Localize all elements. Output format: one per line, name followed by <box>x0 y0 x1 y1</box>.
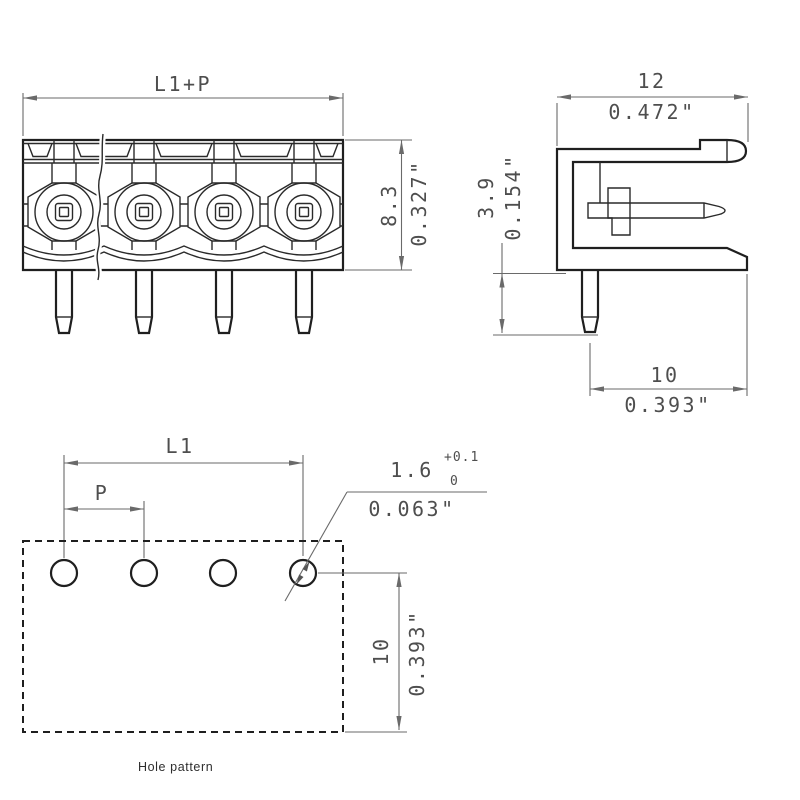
pole-1 <box>26 138 102 335</box>
hole-4 <box>288 558 318 588</box>
pole-4 <box>266 138 342 335</box>
pin-boss <box>607 187 631 236</box>
dim-edge-mm: 10 <box>369 636 393 665</box>
front-height-dimension: 8.3 0.327" <box>345 139 431 271</box>
hole-tolerance-upper: +0.1 <box>444 450 479 465</box>
side-body <box>555 138 749 334</box>
dim-l1-plus-p: L1+P <box>154 72 212 96</box>
hole-tolerance-lower: 0 <box>450 474 459 489</box>
hole-pattern: L1 P 1.6 +0.1 0 0.063" <box>22 434 487 774</box>
break-line <box>96 133 104 281</box>
side-pin-offset-dimension: 10 0.393" <box>589 274 748 417</box>
dim-height-mm: 8.3 <box>377 183 401 227</box>
shroud-wave-upper <box>22 245 344 256</box>
hole-dia-inch: 0.063" <box>368 497 455 521</box>
diameter-arrow-upper <box>302 561 310 572</box>
front-span-dimension: L1+P <box>22 72 344 136</box>
side-width-dimension: 12 0.472" <box>556 69 749 146</box>
dim-edge-inch: 0.393" <box>405 609 429 696</box>
strip-notches <box>27 143 339 158</box>
diameter-arrow-lower <box>296 574 304 585</box>
front-body <box>21 133 345 335</box>
dim-pin-offset-mm: 10 <box>650 363 679 387</box>
side-pin-length-dimension: 3.9 0.154" <box>474 153 598 336</box>
hole-dia-mm: 1.6 <box>390 458 434 482</box>
hole-pattern-caption: Hole pattern <box>138 760 213 774</box>
hole-3 <box>208 558 238 588</box>
hole-2 <box>129 558 159 588</box>
pcb-outline <box>22 540 344 733</box>
hole-1 <box>49 558 79 588</box>
holes-edge-dimension: 10 0.393" <box>318 572 429 733</box>
flange-web-lines <box>23 203 343 227</box>
shroud-wave-lower <box>22 251 344 262</box>
dim-pin-length-mm: 3.9 <box>474 175 498 219</box>
dim-width-inch: 0.472" <box>608 100 695 124</box>
drill-holes <box>49 558 318 588</box>
holes-pitch-dimension: P <box>64 481 145 558</box>
side-view: 12 0.472" 3.9 0.154" <box>474 69 749 417</box>
holes-span-dimension: L1 <box>63 434 304 558</box>
dim-width-mm: 12 <box>637 69 666 93</box>
front-view: L1+P <box>21 72 431 335</box>
pole-3 <box>186 138 262 335</box>
dim-pin-length-inch: 0.154" <box>501 153 525 240</box>
dim-span-l1: L1 <box>165 434 194 458</box>
hole-diameter-callout: 1.6 +0.1 0 0.063" <box>284 450 487 602</box>
mating-pin <box>587 202 726 219</box>
dim-pitch-p: P <box>95 481 110 505</box>
dim-pin-offset-inch: 0.393" <box>624 393 711 417</box>
side-solder-pin <box>580 270 600 334</box>
dim-height-inch: 0.327" <box>407 159 431 246</box>
pole-2 <box>106 138 182 335</box>
